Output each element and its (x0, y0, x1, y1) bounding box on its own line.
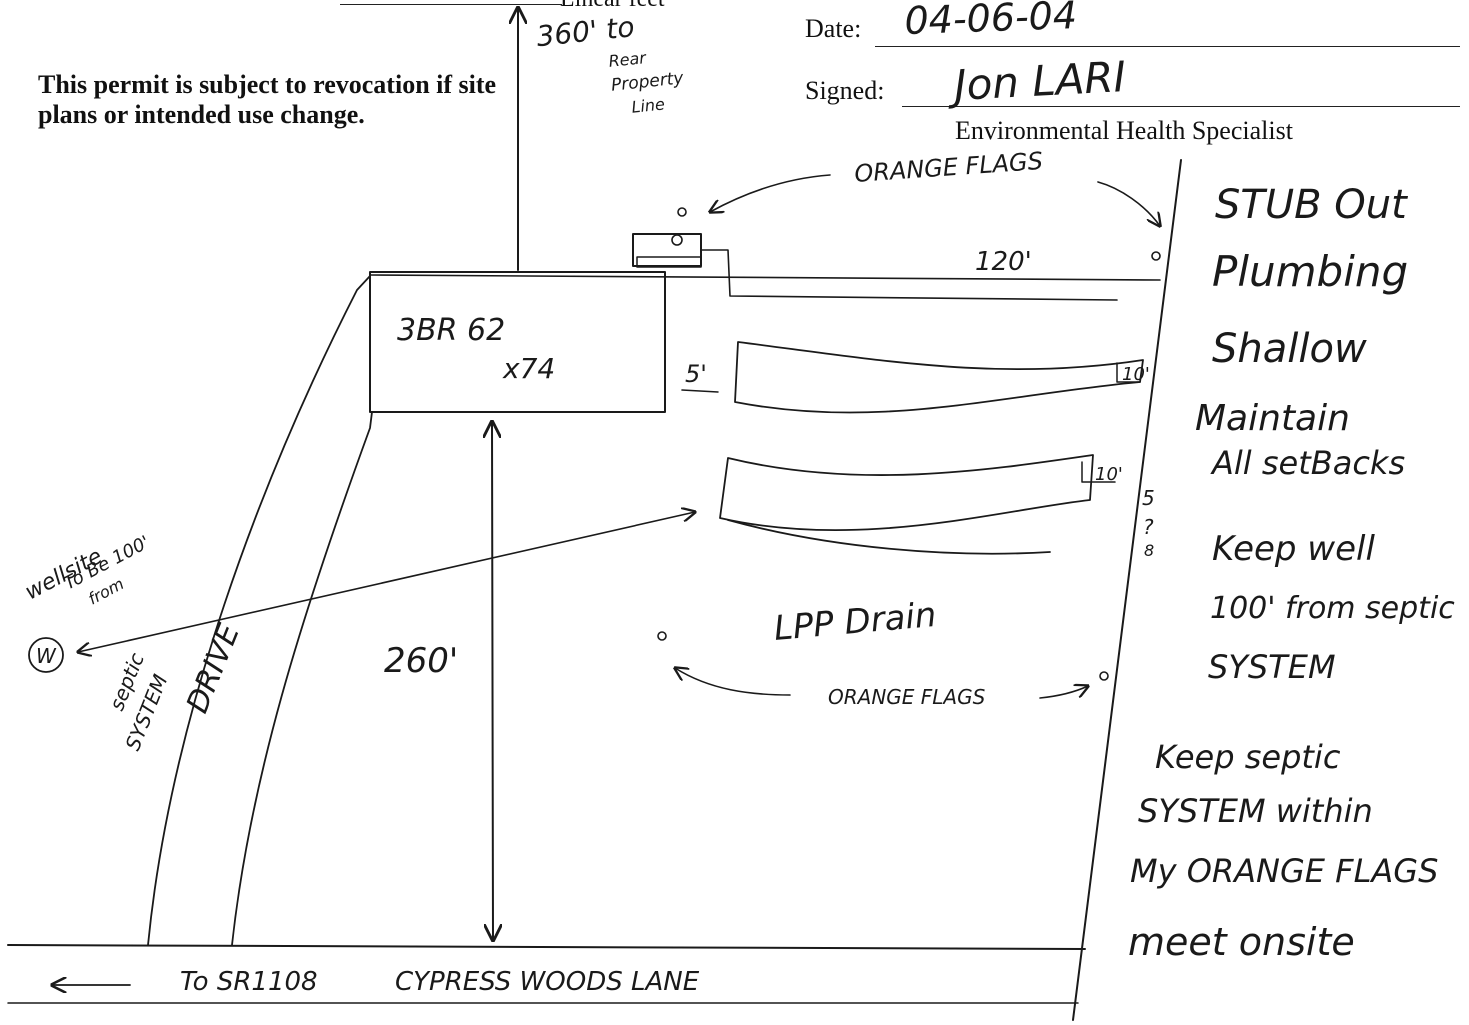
septic-tank (632, 233, 702, 267)
well-symbol: W (36, 644, 57, 668)
flag-bottom-right (1099, 671, 1109, 681)
note-12: meet onsite (1128, 920, 1355, 964)
trench-2 (719, 454, 1094, 532)
wellsite-note: wellsite To Be 100' from (21, 532, 153, 609)
signed-line (902, 106, 1460, 107)
revocation-notice-line-2: plans or intended use change. (38, 100, 365, 129)
revocation-notice: This permit is subject to revocation if … (38, 70, 496, 130)
flags-top-label: ORANGE FLAGS (853, 147, 1043, 188)
signed-label: Signed: (805, 76, 885, 105)
note-8: SYSTEM (1208, 648, 1336, 686)
trench-3-line (727, 519, 1051, 555)
trench-1 (734, 341, 1144, 414)
front-distance-arrow (492, 422, 493, 940)
rear-note-line-2: Rear (608, 48, 649, 71)
distance-front: 260' (384, 641, 458, 681)
notes-list: STUB Out Plumbing Shallow Maintain All s… (1128, 182, 1455, 964)
house-label-1: 3BR 62 (397, 313, 505, 348)
wellsite-arrow (78, 512, 695, 652)
house-box (369, 271, 666, 413)
top-boundary-line (369, 274, 1161, 281)
right-property-line (1072, 159, 1182, 1021)
trench-1-bracket (1116, 362, 1141, 383)
setback-5-line (681, 389, 719, 393)
date-value: 04-06-04 (904, 0, 1078, 43)
signature: Jon LARI (946, 52, 1127, 110)
linear-feet-label: Linear feet (560, 0, 665, 12)
flags-bottom-arrow-right (1039, 686, 1088, 699)
linear-feet-clip: Linear feet (560, 0, 665, 13)
signer-title: Environmental Health Specialist (955, 116, 1293, 145)
rear-note-line-1: 360' to (535, 10, 636, 53)
trench-1-label: 10' (1122, 364, 1150, 385)
flags-bottom-label: ORANGE FLAGS (828, 685, 986, 709)
trench-2-label: 10' (1095, 464, 1123, 485)
road-edge-line (7, 944, 1086, 950)
note-7: 100' from septic (1210, 591, 1455, 626)
note-5: All setBacks (1210, 444, 1405, 482)
well-symbol-circle (28, 637, 64, 673)
note-10: SYSTEM within (1138, 792, 1373, 830)
note-9: Keep septic (1155, 738, 1341, 776)
lpp-drain-label: LPP Drain (772, 595, 938, 649)
house-label-2: x74 (502, 352, 555, 385)
note-2: Plumbing (1212, 247, 1408, 296)
rear-note-line-4: Line (631, 94, 666, 116)
rear-line-note: 360' to Rear Property Line (535, 10, 685, 117)
drive-line-right (231, 411, 373, 946)
flags-top-arrow-right (1097, 181, 1160, 226)
drive-label: DRIVE (180, 619, 247, 718)
flag-top-right (1151, 251, 1161, 261)
flags-top-arrow-left (710, 174, 831, 212)
note-1: STUB Out (1215, 182, 1408, 228)
date-line (875, 46, 1460, 47)
flags-bottom-arrow-left (675, 668, 791, 696)
road-prefix: To SR1108 (180, 967, 318, 997)
side-q: ? (1143, 515, 1154, 539)
side-5: 5 (1142, 486, 1155, 510)
distance-top: 120' (975, 247, 1032, 277)
note-6: Keep well (1212, 529, 1375, 569)
flag-bottom-left (657, 631, 667, 641)
note-3: Shallow (1212, 326, 1367, 372)
note-4: Maintain (1195, 398, 1350, 439)
side-8: 8 (1144, 541, 1154, 560)
setback-5: 5' (685, 360, 707, 388)
revocation-notice-line-1: This permit is subject to revocation if … (38, 70, 497, 99)
flag-tank (677, 207, 687, 217)
tank-lid (671, 234, 683, 246)
linear-feet-blank (340, 4, 562, 5)
tank-outlet-line (700, 249, 1118, 301)
trench-2-bracket (1081, 461, 1116, 483)
road-name: CYPRESS WOODS LANE (395, 967, 700, 997)
date-label: Date: (805, 14, 862, 43)
rear-note-line-3: Property (610, 68, 685, 96)
septic-tank-base (636, 256, 702, 268)
note-11: My ORANGE FLAGS (1130, 852, 1438, 890)
